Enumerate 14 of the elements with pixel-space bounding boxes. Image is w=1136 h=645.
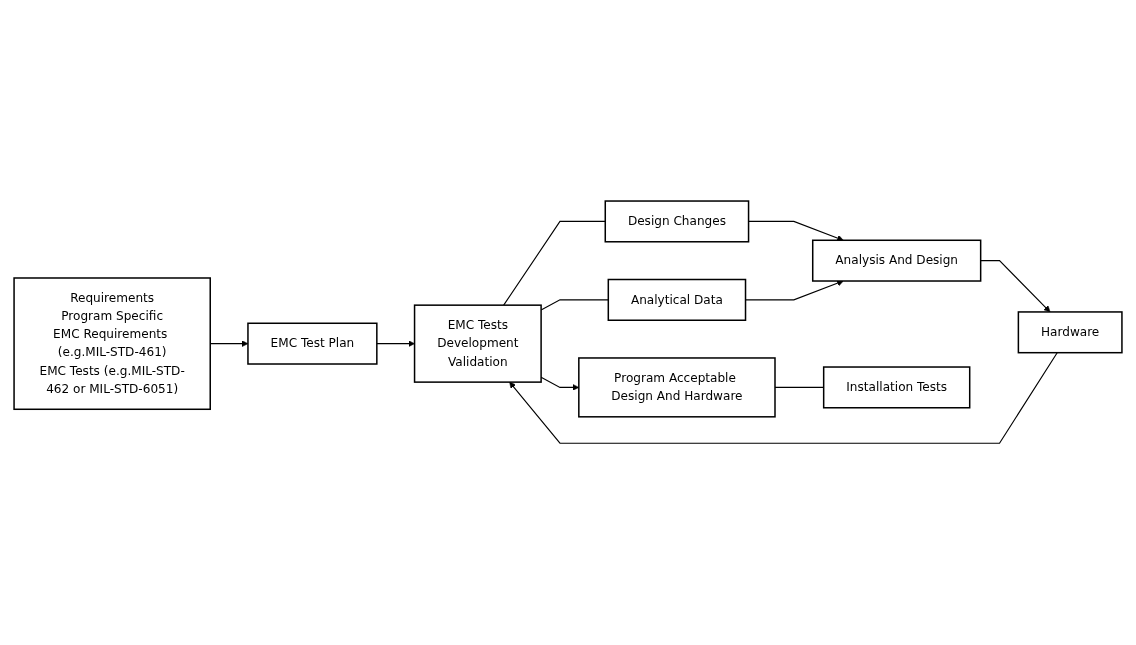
arrow bbox=[509, 352, 1058, 445]
connector bbox=[503, 221, 606, 307]
node-box: Requirements Program Specific EMC Requirements (e.g.MIL-STD-461) EMC Tests (e.g.MIL-STD-462 or MIL-STD-6051) bbox=[13, 277, 211, 411]
arrow bbox=[980, 260, 1051, 313]
node-box: Analytical Data bbox=[607, 279, 747, 322]
node-box: EMC Tests Development Validation bbox=[413, 304, 542, 384]
node-box: Design Changes bbox=[604, 200, 750, 243]
node-box: EMC Test Plan bbox=[247, 322, 378, 366]
node-box: Installation Tests bbox=[822, 366, 971, 409]
arrow bbox=[748, 221, 844, 242]
node-box: Hardware bbox=[1017, 311, 1123, 354]
arrow bbox=[376, 340, 415, 348]
node-box: Program Acceptable Design And Hardware bbox=[578, 357, 776, 418]
node-box: Analysis And Design bbox=[811, 239, 982, 283]
